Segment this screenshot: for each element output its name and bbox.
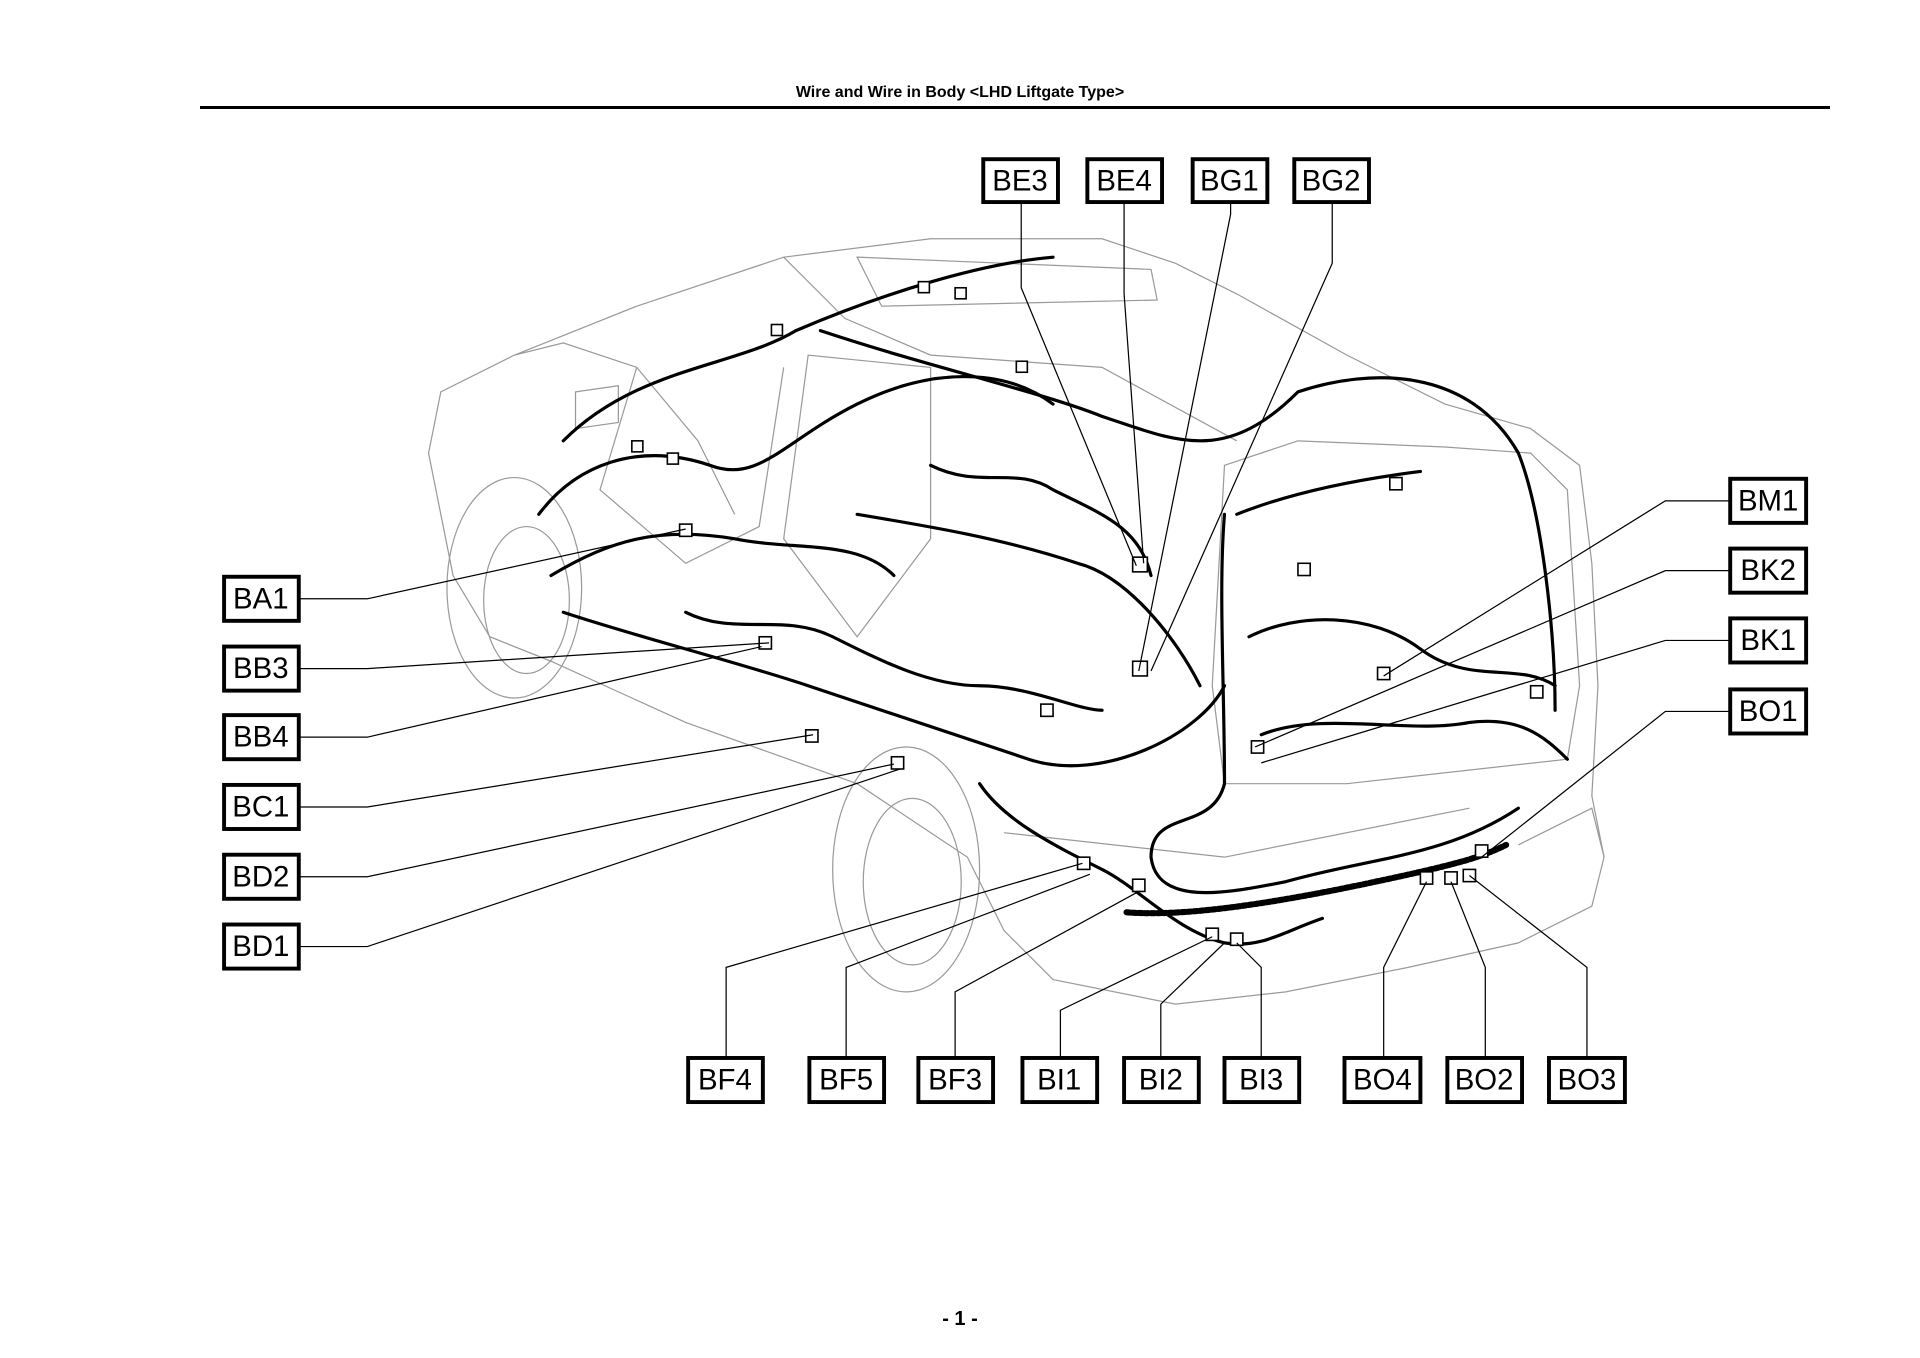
label-BF4: BF4 <box>686 1056 765 1105</box>
label-text: BK2 <box>1740 554 1796 587</box>
page-title: Wire and Wire in Body <LHD Liftgate Type… <box>795 84 1125 101</box>
label-BA1: BA1 <box>222 574 301 623</box>
connectors <box>631 280 1544 947</box>
label-BO4: BO4 <box>1342 1056 1423 1105</box>
label-text: BO4 <box>1353 1064 1412 1097</box>
label-text: BI3 <box>1239 1064 1283 1097</box>
label-BO1: BO1 <box>1728 687 1809 736</box>
header-rule <box>200 106 1830 109</box>
label-text: BK1 <box>1740 624 1796 657</box>
label-text: BF4 <box>698 1064 752 1097</box>
label-BO3: BO3 <box>1547 1056 1627 1105</box>
label-BG2: BG2 <box>1292 157 1371 205</box>
label-text: BF5 <box>819 1064 873 1097</box>
label-BG1: BG1 <box>1190 157 1270 205</box>
label-text: BD2 <box>232 860 289 893</box>
label-text: BD1 <box>232 930 289 963</box>
label-text: BI1 <box>1037 1064 1081 1097</box>
label-BC1: BC1 <box>222 782 301 831</box>
label-BB4: BB4 <box>222 713 301 762</box>
label-text: BO1 <box>1739 695 1798 728</box>
label-text: BB4 <box>233 721 289 754</box>
label-text: BC1 <box>232 790 289 823</box>
vehicle-body-outline <box>427 238 1605 1005</box>
label-BK2: BK2 <box>1728 546 1809 595</box>
label-text: BG2 <box>1302 165 1361 198</box>
label-BF3: BF3 <box>916 1056 996 1105</box>
leader-lines <box>298 202 1731 1058</box>
label-text: BG1 <box>1200 165 1259 198</box>
label-BD2: BD2 <box>222 852 301 901</box>
label-BI3: BI3 <box>1222 1056 1302 1105</box>
label-BI2: BI2 <box>1122 1056 1201 1105</box>
label-text: BE4 <box>1096 165 1152 198</box>
label-text: BF3 <box>928 1064 982 1097</box>
label-BK1: BK1 <box>1728 616 1809 665</box>
label-text: BA1 <box>233 582 289 615</box>
label-BD1: BD1 <box>222 922 301 971</box>
page-number: - 1 - <box>942 1308 978 1330</box>
label-text: BB3 <box>233 652 289 685</box>
label-BO2: BO2 <box>1445 1056 1524 1105</box>
label-text: BO2 <box>1455 1064 1514 1097</box>
label-BE3: BE3 <box>981 157 1060 205</box>
wire-harness <box>537 255 1569 946</box>
label-text: BI2 <box>1139 1064 1183 1097</box>
label-text: BO3 <box>1558 1064 1617 1097</box>
label-text: BE3 <box>992 165 1048 198</box>
label-BM1: BM1 <box>1728 476 1809 525</box>
label-BF5: BF5 <box>807 1056 887 1105</box>
label-BB3: BB3 <box>222 644 301 693</box>
label-BE4: BE4 <box>1085 157 1164 205</box>
label-text: BM1 <box>1738 484 1798 517</box>
label-BI1: BI1 <box>1020 1056 1100 1105</box>
